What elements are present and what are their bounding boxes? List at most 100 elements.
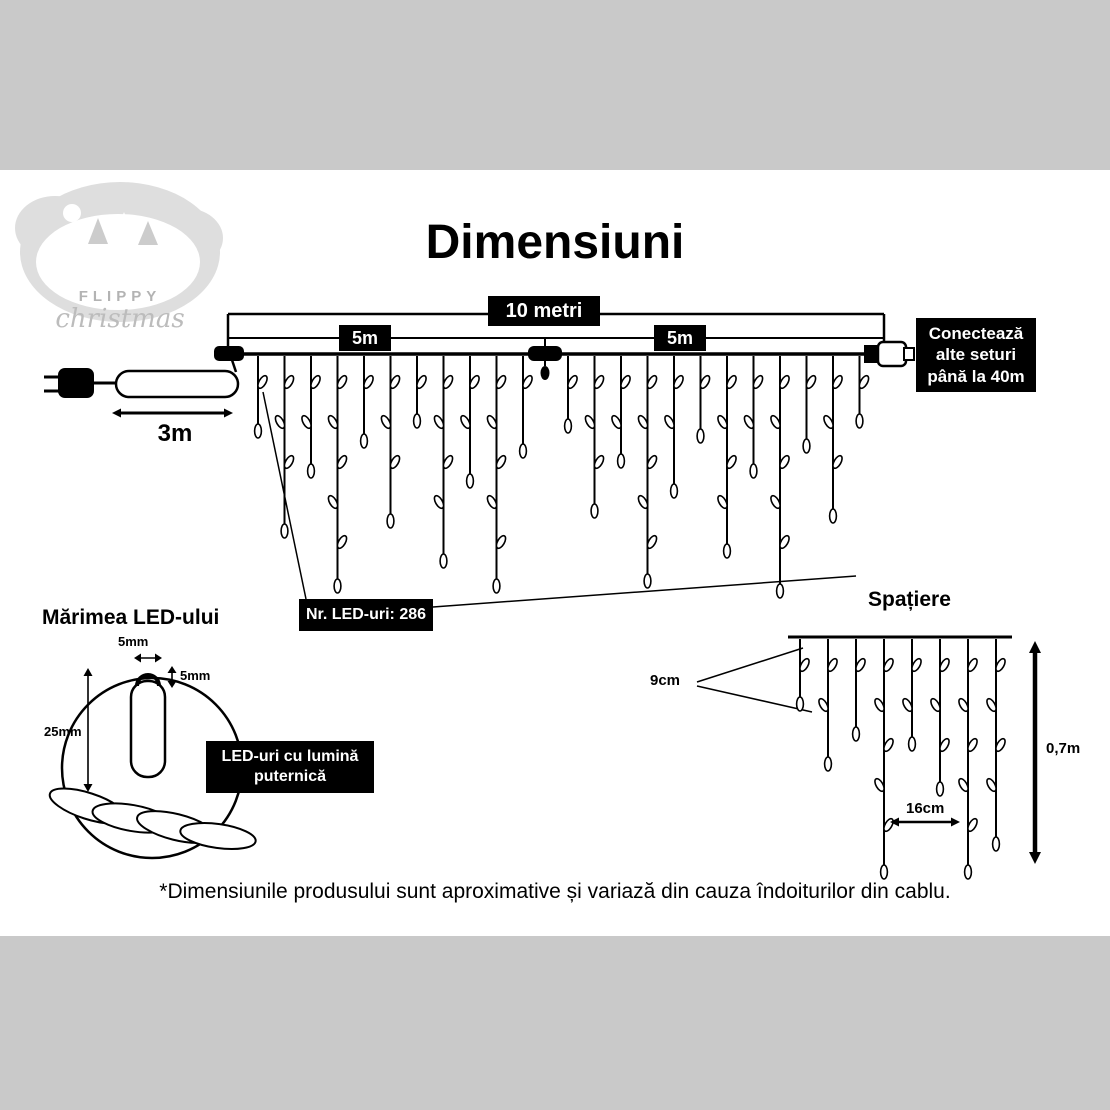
led-bulb [935,781,945,797]
led-bulb [389,374,401,390]
led-bulb [620,374,631,390]
led-bulb [646,534,658,550]
led-bulb [664,414,675,430]
arrow-head [83,668,93,676]
arrow-head [890,817,899,827]
led-bulb [855,657,866,673]
led-bulb [567,374,578,390]
led-size-title: Mărimea LED-ului [42,606,220,629]
led-bulb [412,413,422,429]
led-bulb [495,534,507,550]
led-bulb [336,534,348,550]
lead-length-label: 3m [157,420,193,447]
led-bulb [492,578,501,594]
right-half-badge: 5m [654,325,706,351]
led-bulb [469,374,480,390]
logo-tree-icon [112,212,136,242]
led-bulb [930,697,941,713]
led-bulb [874,777,885,793]
icicle-curtain-right [563,356,870,599]
logo-snow-field [36,214,200,310]
lead-cable-loop [114,369,240,399]
led-bulb [717,414,728,430]
led-bulb [986,697,997,713]
led-bulb [646,374,658,390]
led-bulb [883,657,894,673]
led-bulb [306,463,316,479]
led-bulb [433,414,445,430]
led-bulb [802,438,811,454]
led-bulb [333,578,342,594]
led-bulb [939,737,950,753]
led-bulb [743,414,755,430]
page-title: Dimensiuni [425,216,685,269]
led-size-diagram [48,673,257,860]
led-bulb [563,418,573,434]
led-bulb [775,583,785,599]
led-bulb [310,374,321,390]
gap-pointer-lower [696,685,813,713]
icicle-curtain-left [253,356,533,594]
led-bulb [637,414,649,430]
led-bulb [486,414,498,430]
middle-connector [528,346,562,361]
led-bulb [726,454,737,470]
led-bulb [283,454,295,470]
icicle-curtain-spacing [795,639,1006,880]
led-bulb [995,737,1006,753]
disclaimer-text: *Dimensiunile produsului sunt aproximati… [159,880,951,903]
arrow-head [167,681,177,688]
led-bulb [752,374,764,390]
led-bulb [823,756,833,772]
spacing-step-label: 16cm [906,800,945,817]
arrow-head [167,666,177,673]
led-bulb [637,494,649,510]
power-plug-icon [58,368,94,398]
led-bulb [460,414,471,430]
logo-tree-icon [138,221,158,245]
arrow-head [134,653,141,663]
led-bulb [722,543,732,559]
led-bulb [749,463,758,479]
led-bulb [818,697,829,713]
logo-moon-icon [63,204,81,222]
led-bulb [433,494,445,510]
led-count-pointer-right [432,575,857,608]
led-bulb [643,573,652,589]
lead-cable-link [229,356,238,373]
led-bulb [832,374,843,390]
generated-graphics [83,356,1041,880]
led-bulb [832,454,843,470]
led-bulb [257,374,268,390]
led-bulb [805,374,817,390]
logo-flippy-text: FLIPPY [79,288,162,305]
arrow-head [155,653,162,663]
led-bulb [902,697,913,713]
led-bulb [958,697,969,713]
led-bulb [363,374,374,390]
led-count-badge: Nr. LED-uri: 286 [299,599,433,631]
arrow-head [951,817,960,827]
led-bulb [851,726,861,742]
led-bulb [779,374,790,390]
led-bulb [963,864,973,880]
led-bulb [465,473,475,489]
led-hook-label: 5mm [180,668,211,683]
end-plug-tip [903,347,915,361]
arrow-head [1029,641,1041,653]
led-bulb [389,454,401,470]
led-bulb [593,374,605,390]
led-bulb [253,423,263,439]
led-bulb [593,454,605,470]
led-bulb [301,414,312,430]
connect-sets-badge: Conectează alte seturi până la 40m [916,318,1036,392]
led-bulb [770,494,781,510]
led-bulb [883,737,894,753]
led-bulb [646,454,658,470]
led-bulb [669,483,679,499]
led-bulb [380,414,392,430]
led-bulb [907,736,917,752]
led-bulb [283,374,295,390]
led-width-label: 5mm [118,634,149,649]
